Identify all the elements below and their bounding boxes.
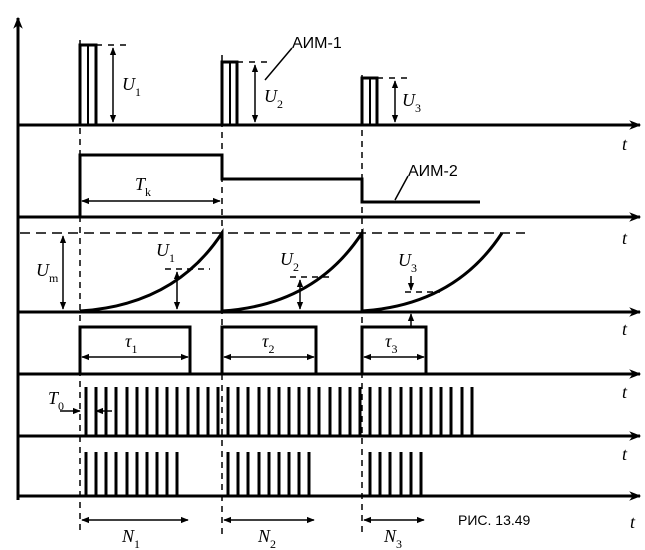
aim1-amplitude-arrows (109, 47, 399, 123)
figure-caption: РИС. 13.49 (458, 512, 531, 528)
aim1-leader-line (264, 47, 293, 81)
label-N2: N2 (257, 526, 276, 550)
label-U1-row1: U1 (122, 74, 141, 99)
clock-pulses (84, 387, 474, 436)
counted-pulses (84, 452, 423, 496)
t-label-2: t (622, 228, 628, 248)
t-label-4: t (622, 382, 628, 402)
time-axis-labels: t t t t t t (622, 134, 636, 532)
aim2-leader-line (394, 175, 409, 201)
t-label-6: t (630, 512, 636, 532)
label-U3-row1: U3 (402, 90, 421, 115)
label-T0: T0 (48, 388, 64, 413)
t-label-1: t (622, 134, 628, 154)
t-label-3: t (622, 319, 628, 339)
label-Um: Um (36, 260, 59, 285)
N-labels: N1 N2 N3 (121, 526, 402, 550)
label-tau1: τ1 (125, 331, 137, 356)
threshold-labels: U1 U2 U3 (156, 240, 417, 275)
label-tau3: τ3 (385, 331, 397, 356)
aim1-label: АИМ-1 (292, 35, 342, 52)
t-label-5: t (622, 444, 628, 464)
label-U2-row1: U2 (264, 86, 283, 111)
aim1-level-dashes (96, 44, 410, 79)
label-tau2: τ2 (262, 331, 274, 356)
label-N3: N3 (383, 526, 402, 550)
gate-pulses (78, 325, 428, 374)
tau-labels: τ1 τ2 τ3 (125, 331, 397, 356)
threshold-arrows (173, 271, 415, 328)
ramp-curves (79, 227, 504, 313)
aim1-amplitude-labels: U1 U2 U3 (122, 74, 421, 115)
time-axes (18, 120, 642, 501)
label-U3-row3: U3 (398, 250, 417, 275)
label-N1: N1 (121, 526, 140, 550)
label-U1-row3: U1 (156, 240, 175, 265)
label-U2-row3: U2 (280, 249, 299, 274)
label-Tk: Tk (135, 174, 151, 199)
aim2-signal (78, 153, 480, 217)
threshold-dashes (165, 268, 440, 293)
aim1-pulses (78, 43, 379, 125)
aim2-label: АИМ-2 (408, 163, 458, 180)
